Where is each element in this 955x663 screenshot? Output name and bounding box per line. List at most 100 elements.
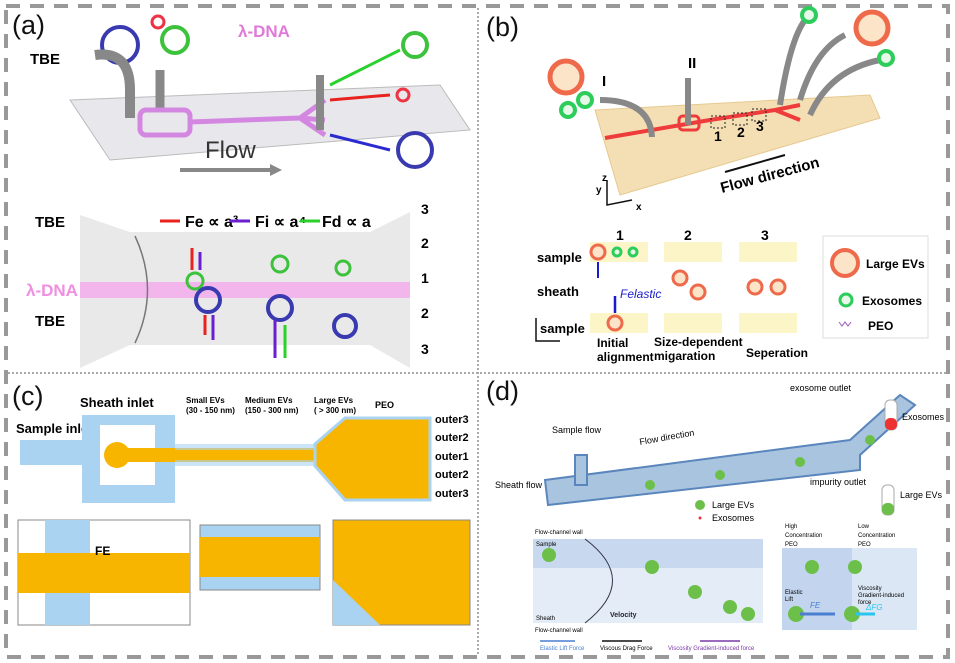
legend-large-evs: Large EVs — [866, 257, 925, 271]
large-ev — [746, 278, 764, 296]
outlet-label: outer2 — [435, 469, 469, 481]
sample-band — [739, 313, 797, 333]
blue-particle — [396, 131, 434, 169]
high-peo-label: High — [785, 524, 797, 530]
channel-3d — [543, 393, 917, 507]
zoom-sheath — [333, 580, 380, 625]
axis-z: z — [602, 173, 607, 184]
zone-box — [751, 108, 767, 122]
large-ev — [769, 278, 787, 296]
row-sheath: sheath — [537, 284, 579, 299]
impurity-outlet-label: impurity outlet — [810, 477, 867, 487]
sheath-inlet-label: Sheath inlet — [80, 395, 154, 410]
large-ev — [689, 283, 707, 301]
exosome — [627, 246, 639, 258]
inlet-i-label: I — [602, 73, 606, 90]
zone-number: 3 — [756, 118, 764, 134]
legend-peo: PEO — [868, 319, 893, 333]
expansion-region — [313, 416, 432, 502]
force-e-label: Fe ∝ a³ — [185, 214, 238, 231]
zone-number: 1 — [714, 128, 722, 144]
stage-number: 2 — [684, 227, 692, 243]
panel-b-label: (b) — [486, 12, 519, 42]
legend-peo: PEO — [375, 400, 394, 410]
legend-exosomes-d: Exosomes — [712, 513, 755, 523]
large-ev — [688, 585, 702, 599]
green-arrow — [329, 48, 401, 87]
stage-numbers: 1 2 3 — [616, 227, 769, 243]
large-evs-tube-fill — [882, 503, 894, 515]
stage-panels — [589, 242, 797, 333]
particle-dfg — [844, 606, 860, 622]
red-particle — [395, 87, 411, 103]
exosome-icon — [800, 6, 818, 24]
tube-out — [777, 18, 808, 106]
legend-exosome-icon — [838, 292, 854, 308]
tube-out — [807, 57, 881, 117]
blue-particle — [266, 294, 294, 322]
sample-inlet-label: Sample inlet — [16, 421, 93, 436]
large-ev-dot — [795, 457, 805, 467]
large-ev — [589, 243, 607, 261]
blue-particle — [332, 313, 358, 339]
large-evs-tube-label: Large EVs — [900, 490, 943, 500]
force-i-label: Fi ∝ a⁴ — [255, 214, 306, 231]
sheath-label-d: Sheath — [536, 616, 555, 622]
legend-exosome-icon — [698, 516, 702, 520]
outlet-number: 2 — [421, 305, 429, 321]
dna-label: λ-DNA — [26, 281, 78, 300]
outer-border — [4, 4, 950, 659]
large-ev — [741, 607, 755, 621]
sheath-flow-label: Sheath flow — [495, 480, 543, 490]
tbe-label-2: TBE — [35, 313, 65, 330]
legend-large-ev-icon — [830, 248, 860, 278]
particle-high — [805, 560, 819, 574]
small-particle-icon — [150, 14, 166, 30]
panel-d-label: (d) — [486, 376, 519, 406]
axes-icon — [606, 180, 633, 206]
viscosity-force-label: Gradient-induced — [858, 593, 904, 599]
high-peo-label: PEO — [785, 542, 798, 548]
green-particle — [401, 31, 429, 59]
large-ev-dot — [645, 480, 655, 490]
channel-loop — [137, 107, 193, 138]
zone-labels: 1 2 3 — [710, 108, 767, 144]
sample-band — [664, 313, 722, 333]
panel-b: (b) I II 1 2 3 Flow direction y z x — [486, 6, 929, 364]
legend-small: Small EVs — [186, 396, 225, 405]
legend-exosomes: Exosomes — [862, 294, 922, 308]
elastic-lift-label: Elastic — [785, 590, 803, 596]
exosome — [611, 246, 623, 258]
force-d-label: Fd ∝ a — [322, 214, 371, 231]
flow-direction-arrow — [724, 154, 786, 173]
outlet-number: 3 — [421, 201, 429, 217]
zone-box — [710, 115, 726, 129]
flow-arrow-head — [270, 164, 282, 176]
zone-box — [732, 112, 748, 126]
legend-viscosity-gradient: Viscosity Gradient-induced force — [668, 646, 755, 652]
sample-label-d: Sample — [536, 542, 557, 548]
dna-stream — [80, 282, 410, 298]
medium-particle-icon — [160, 25, 190, 55]
tube-i — [599, 97, 655, 138]
outlet-number: 2 — [421, 235, 429, 251]
outlet-label: outer3 — [435, 414, 469, 426]
legend-viscous-drag: Viscous Drag Force — [600, 646, 653, 652]
inlet-ii-label: II — [688, 55, 696, 72]
particle-fe — [788, 606, 804, 622]
large-ev-icon — [853, 9, 891, 47]
tbe-top-label: TBE — [30, 51, 60, 68]
large-ev — [723, 600, 737, 614]
exosome-icon — [877, 49, 895, 67]
panel-a: (a) λ-DNA TBE Flow TBE TBE λ-DNA Fe ∝ a³… — [12, 10, 471, 368]
exosome-icon — [559, 101, 577, 119]
legend-large-ev-icon — [695, 500, 705, 510]
exosomes-tube-label: Exosomes — [902, 412, 945, 422]
flow-label: Flow — [205, 137, 256, 164]
large-ev-icon — [547, 58, 585, 96]
tube-tbe — [94, 49, 135, 118]
high-peo-label: Concentration — [785, 533, 822, 539]
sample-band — [664, 242, 722, 262]
legend-large-range: ( > 300 nm) — [314, 406, 356, 415]
